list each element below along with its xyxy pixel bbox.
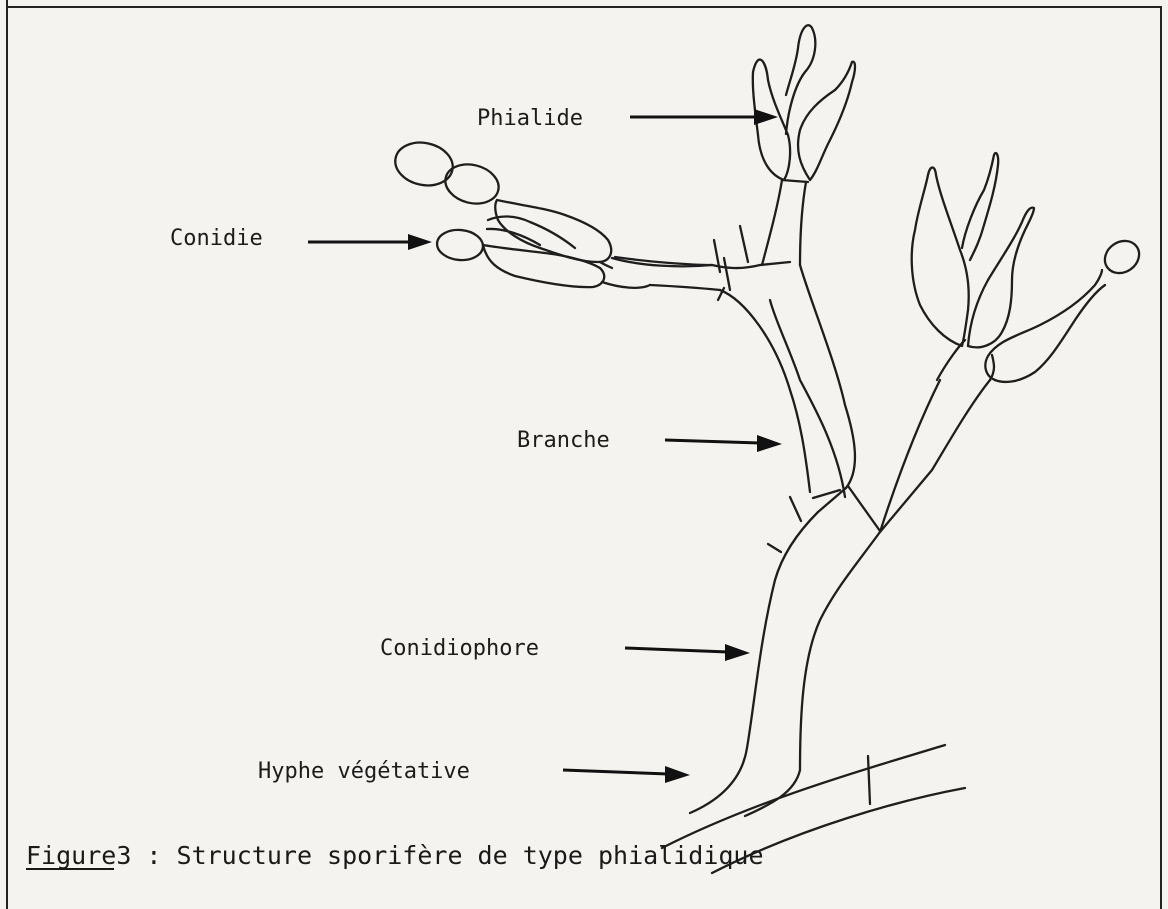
caption-figure-number: 3 bbox=[116, 841, 131, 870]
figure-caption: Figure3 : Structure sporifère de type ph… bbox=[26, 841, 764, 870]
arrow-phialide bbox=[630, 109, 778, 125]
arrow-hyphe bbox=[563, 766, 690, 783]
phialide-cluster-right bbox=[912, 153, 1146, 382]
conidia-chain bbox=[391, 137, 712, 287]
caption-figure-word: Figure bbox=[26, 841, 116, 870]
label-conidie: Conidie bbox=[170, 226, 263, 251]
label-hyphe-vegetative: Hyphe végétative bbox=[258, 759, 470, 784]
arrow-conidiophore bbox=[625, 644, 750, 661]
label-branche: Branche bbox=[517, 428, 610, 453]
branch-stalks bbox=[615, 180, 855, 497]
label-phialide: Phialide bbox=[477, 106, 583, 131]
arrow-branche bbox=[665, 435, 782, 452]
conidiophore-main-stalk bbox=[690, 380, 990, 816]
caption-text: : Structure sporifère de type phialidiqu… bbox=[131, 841, 763, 870]
phialide-cluster-top bbox=[753, 25, 855, 182]
label-conidiophore: Conidiophore bbox=[380, 636, 539, 661]
arrow-conidie bbox=[308, 234, 432, 250]
right-branch bbox=[880, 340, 994, 532]
